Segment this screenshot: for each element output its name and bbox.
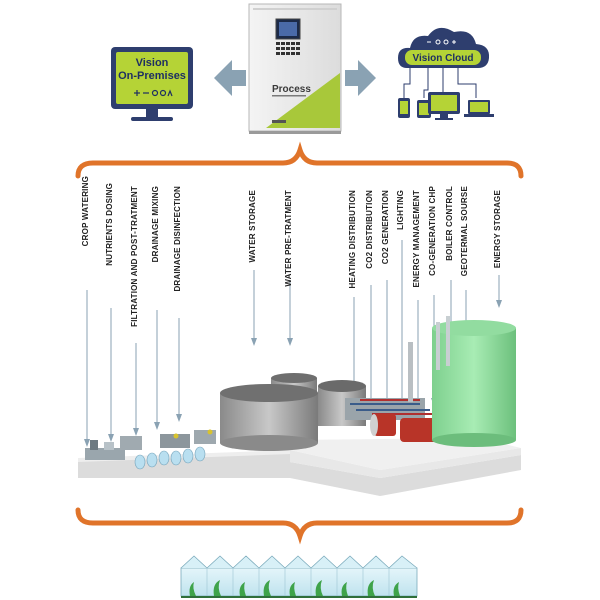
top-brace	[75, 141, 524, 179]
label-geotermal-source: GEOTERMAL SOURSE	[460, 186, 469, 277]
label-nutrients-dosing: NUTRIENTS DOSING	[105, 183, 114, 266]
label-energy-management: ENERGY MANAGEMENT	[412, 190, 421, 288]
label-co2-distribution: CO2 DISTRIBUTION	[365, 190, 374, 269]
on-premises-title-line2: On-Premises	[118, 70, 186, 82]
control-icons	[134, 89, 173, 97]
label-heating-distribution: HEATING DISTRIBUTION	[348, 190, 357, 289]
label-co2-generation: CO2 GENERATION	[381, 190, 390, 265]
on-premises-monitor: Vision On-Premises	[111, 47, 193, 121]
label-filtration: FILTRATION AND POST-TRATMENT	[130, 186, 139, 327]
process-controller: Process	[248, 3, 342, 134]
label-boiler-control: BOILER CONTROL	[445, 186, 454, 261]
label-water-pretreatment: WATER PRE-TRATMENT	[284, 190, 293, 287]
vision-cloud: Vision Cloud	[398, 27, 494, 120]
right-arrow	[345, 60, 376, 96]
cloud-title: Vision Cloud	[413, 53, 474, 64]
greenhouse	[180, 555, 418, 598]
label-energy-storage: ENERGY STORAGE	[493, 190, 502, 269]
label-co-generation-chp: CO-GENERATION CHP	[428, 186, 437, 276]
label-lighting: LIGHTING	[396, 190, 405, 230]
label-water-storage: WATER STORAGE	[248, 190, 257, 263]
on-premises-title-line1: Vision	[136, 57, 169, 69]
label-crop-watering: CROP WATERING	[81, 176, 90, 247]
energy-storage-tank	[432, 316, 516, 447]
water-storage-tanks	[220, 373, 366, 451]
bottom-brace	[75, 507, 524, 545]
label-drainage-mixing: DRAINAGE MIXING	[151, 186, 160, 263]
left-arrow	[214, 60, 246, 96]
label-drainage-disinfection: DRAINAGE DISINFECTION	[173, 186, 182, 292]
process-title: Process	[272, 84, 311, 95]
